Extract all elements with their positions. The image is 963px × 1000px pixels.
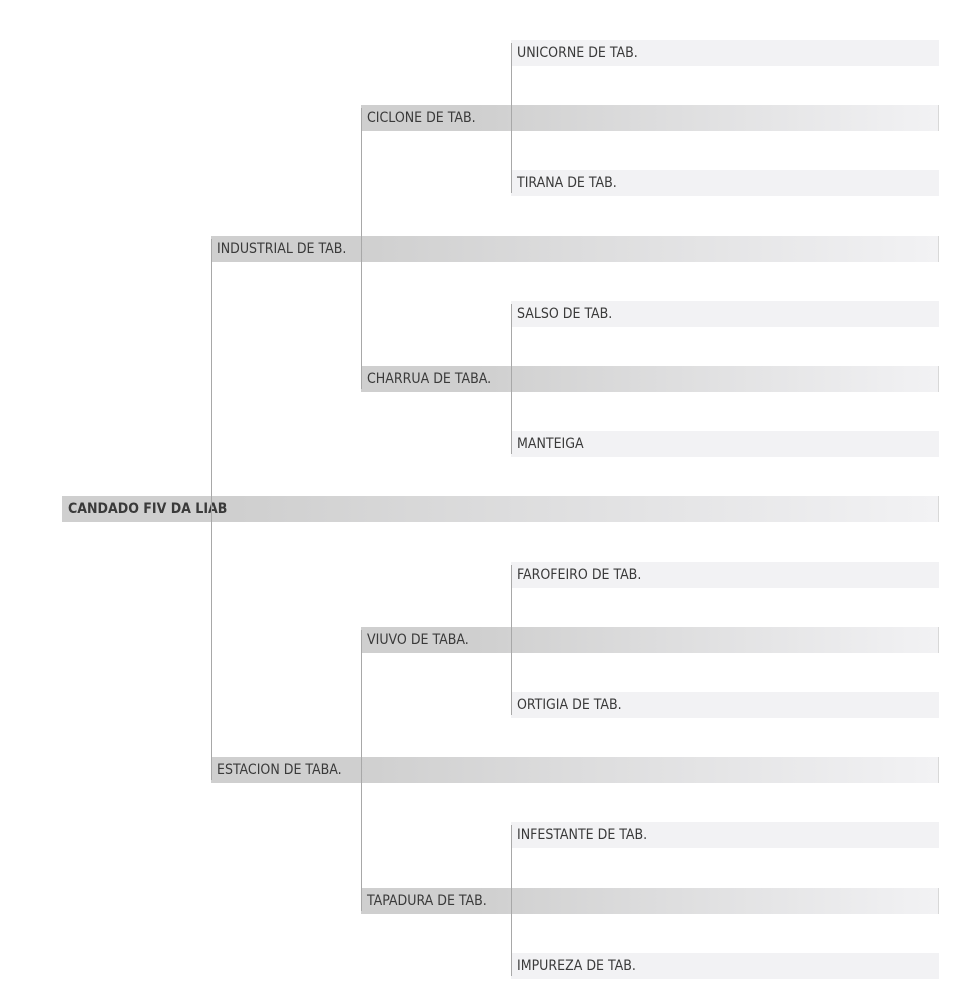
connector-viuvo-children	[511, 564, 512, 715]
node-unicorne: UNICORNE DE TAB.	[511, 40, 939, 66]
node-manteiga: MANTEIGA	[511, 431, 939, 458]
connector-root-children	[211, 238, 212, 781]
connector-charrua-children	[511, 303, 512, 455]
node-infestante: INFESTANTE DE TAB.	[511, 822, 939, 849]
node-estacion: ESTACION DE TABA.	[211, 757, 939, 784]
node-charrua: CHARRUA DE TABA.	[361, 366, 939, 392]
node-farofeiro: FAROFEIRO DE TAB.	[511, 561, 939, 588]
node-ortigia: ORTIGIA DE TAB.	[511, 692, 939, 718]
connector-estacion-children	[361, 629, 362, 911]
connector-ciclone-children	[511, 43, 512, 194]
node-ciclone: CICLONE DE TAB.	[361, 105, 939, 132]
node-salso: SALSO DE TAB.	[511, 300, 939, 327]
connector-industrial-children	[361, 108, 362, 389]
node-root: CANDADO FIV DA LIAB	[62, 496, 939, 523]
node-tirana: TIRANA DE TAB.	[511, 170, 939, 197]
node-tapadura: TAPADURA DE TAB.	[361, 887, 939, 914]
node-impureza: IMPUREZA DE TAB.	[511, 952, 939, 979]
node-viuvo: VIUVO DE TABA.	[361, 626, 939, 653]
node-industrial: INDUSTRIAL DE TAB.	[211, 235, 939, 262]
connector-tapadura-children	[511, 825, 512, 976]
